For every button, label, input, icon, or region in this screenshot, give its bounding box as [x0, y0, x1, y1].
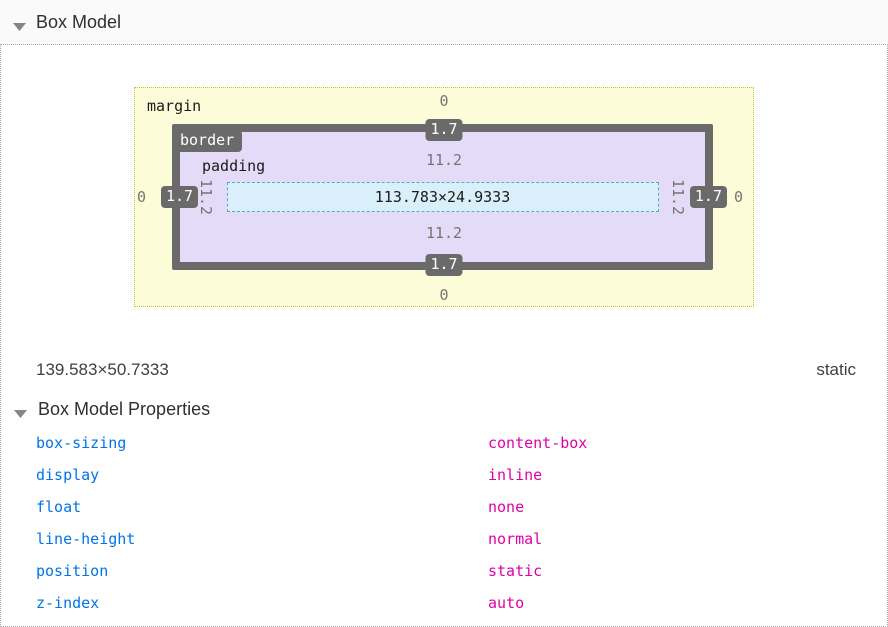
property-row: position static	[36, 555, 887, 587]
property-name[interactable]: z-index	[36, 594, 100, 612]
element-position-value: static	[816, 360, 856, 379]
boxmodel-border-region[interactable]: border padding 113.783×24.9333	[172, 124, 713, 270]
border-right-value: 1.7	[689, 186, 727, 208]
property-value: normal	[488, 530, 543, 548]
margin-bottom-value: 0	[439, 286, 449, 304]
property-value: static	[488, 562, 543, 580]
property-row: line-height normal	[36, 523, 887, 555]
box-model-properties-header[interactable]: Box Model Properties	[1, 399, 887, 420]
element-size-value: 139.583×50.7333	[36, 360, 169, 379]
property-name[interactable]: box-sizing	[36, 434, 127, 452]
properties-list: box-sizing content-box display inline fl…	[1, 427, 887, 619]
padding-bottom-value: 11.2	[425, 224, 463, 242]
property-value: content-box	[488, 434, 588, 452]
collapse-arrow-icon[interactable]	[13, 18, 26, 31]
property-name[interactable]: line-height	[36, 530, 136, 548]
border-left-value: 1.7	[161, 186, 199, 208]
property-row: z-index auto	[36, 587, 887, 619]
margin-right-value: 0	[733, 188, 743, 206]
property-name[interactable]: position	[36, 562, 109, 580]
property-name[interactable]: float	[36, 498, 82, 516]
border-bottom-value: 1.7	[425, 254, 463, 276]
padding-top-value: 11.2	[425, 151, 463, 169]
border-label: border	[172, 130, 243, 152]
property-row: display inline	[36, 459, 887, 491]
boxmodel-content-region[interactable]: 113.783×24.9333	[226, 182, 659, 212]
border-top-value: 1.7	[425, 119, 463, 141]
property-row: box-sizing content-box	[36, 427, 887, 459]
element-summary-row: 139.583×50.7333 static	[36, 360, 856, 380]
margin-label: margin	[147, 97, 202, 115]
box-model-header[interactable]: Box Model	[0, 0, 888, 44]
margin-top-value: 0	[439, 92, 449, 110]
panel-title: Box Model	[36, 11, 122, 32]
property-value: auto	[488, 594, 525, 612]
properties-section-title: Box Model Properties	[38, 399, 211, 419]
property-name[interactable]: display	[36, 466, 100, 484]
property-row: float none	[36, 491, 887, 523]
content-size-value: 113.783×24.9333	[374, 188, 511, 206]
collapse-arrow-icon[interactable]	[14, 405, 27, 418]
property-value: none	[488, 498, 525, 516]
padding-left-value: 11.2	[197, 178, 215, 216]
padding-label: padding	[202, 157, 266, 175]
margin-left-value: 0	[137, 188, 147, 206]
box-model-panel-body: margin 0 11.2 11.2 0 0 0 11.2 11.2 1.7 1…	[0, 44, 888, 627]
padding-right-value: 11.2	[669, 178, 687, 216]
boxmodel-margin-region[interactable]: margin 0 11.2 11.2 0 0 0 11.2 11.2 1.7 1…	[134, 87, 754, 307]
property-value: inline	[488, 466, 543, 484]
boxmodel-padding-region[interactable]: padding 113.783×24.9333	[180, 132, 705, 262]
